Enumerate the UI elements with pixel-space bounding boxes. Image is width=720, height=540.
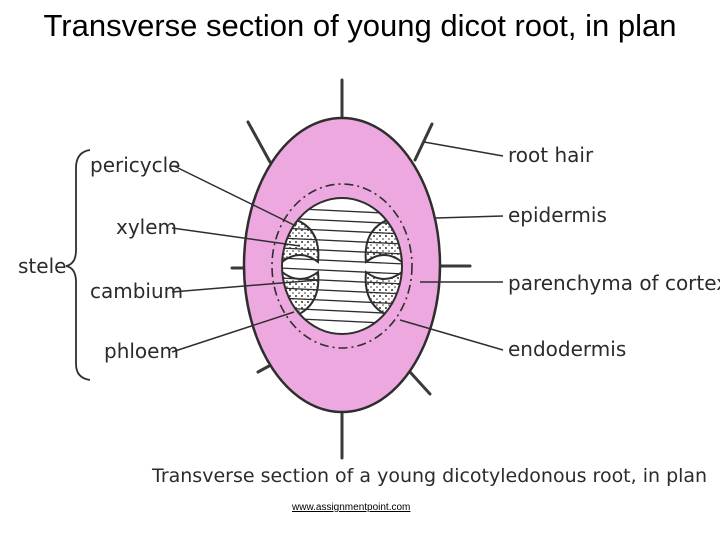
endodermis-ring: [271, 183, 413, 349]
label-endodermis: endodermis: [508, 337, 626, 361]
source-link[interactable]: www.assignmentpoint.com: [292, 502, 411, 513]
diagram-caption: Transverse section of a young dicotyledo…: [151, 465, 707, 487]
stele-brace: [65, 149, 91, 381]
leader-lines: [171, 141, 504, 353]
label-xylem: xylem: [116, 215, 177, 239]
cambium-leader: [171, 279, 319, 293]
label-stele: stele: [18, 254, 66, 278]
root-hairs: [230, 78, 472, 460]
label-phloem: phloem: [104, 339, 179, 363]
label-epidermis: epidermis: [508, 203, 607, 227]
root-hair-bottom-right: [408, 370, 432, 396]
xylem-leader: [171, 227, 301, 247]
pericycle-leader: [173, 165, 297, 227]
root-hair-leader: [423, 141, 504, 157]
root-hair-top-right: [413, 122, 434, 162]
phloem-leader: [171, 311, 295, 353]
label-parenchyma-of-cortex: parenchyma of cortex: [508, 271, 720, 295]
label-root-hair: root hair: [508, 143, 594, 167]
slide-title: Transverse section of young dicot root, …: [43, 8, 677, 43]
epidermis-leader: [435, 215, 504, 219]
root-hair-top-left: [246, 120, 272, 164]
endodermis-leader: [399, 319, 504, 351]
label-cambium: cambium: [90, 279, 183, 303]
label-pericycle: pericycle: [90, 153, 180, 177]
